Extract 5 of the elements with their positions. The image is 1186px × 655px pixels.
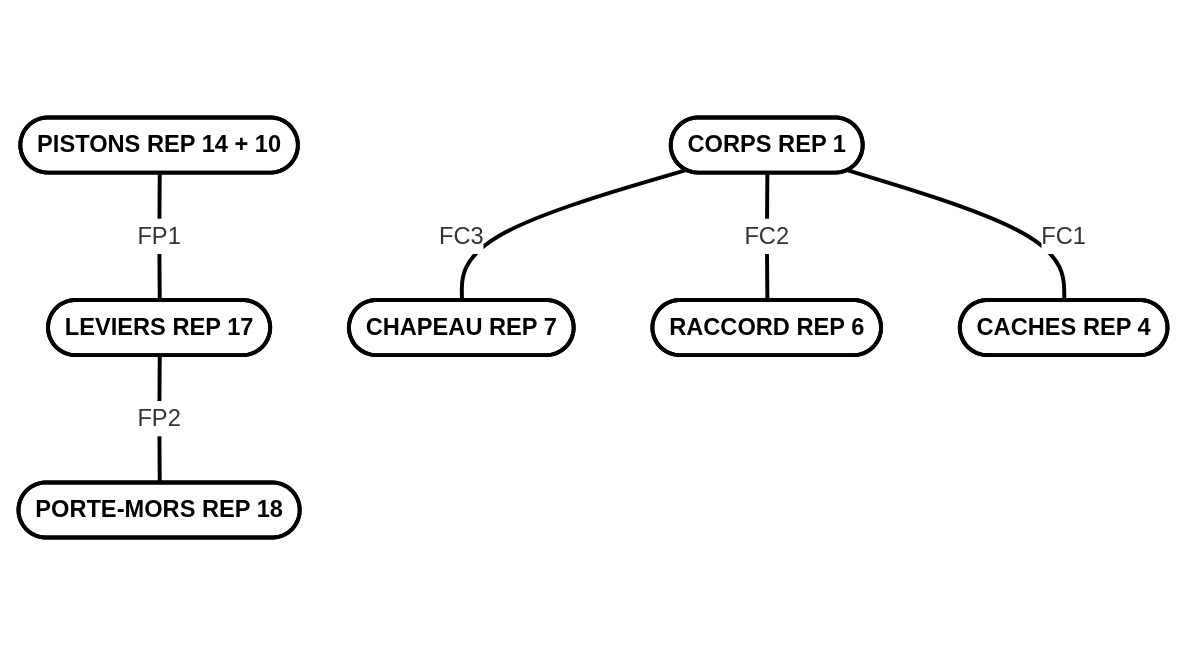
edge-label: FP2 [137,404,181,432]
edge-label: FC1 [1041,222,1086,249]
edge-label: FC2 [744,222,790,249]
edge-label: FP1 [137,222,181,249]
edge-label: FC3 [438,222,484,249]
